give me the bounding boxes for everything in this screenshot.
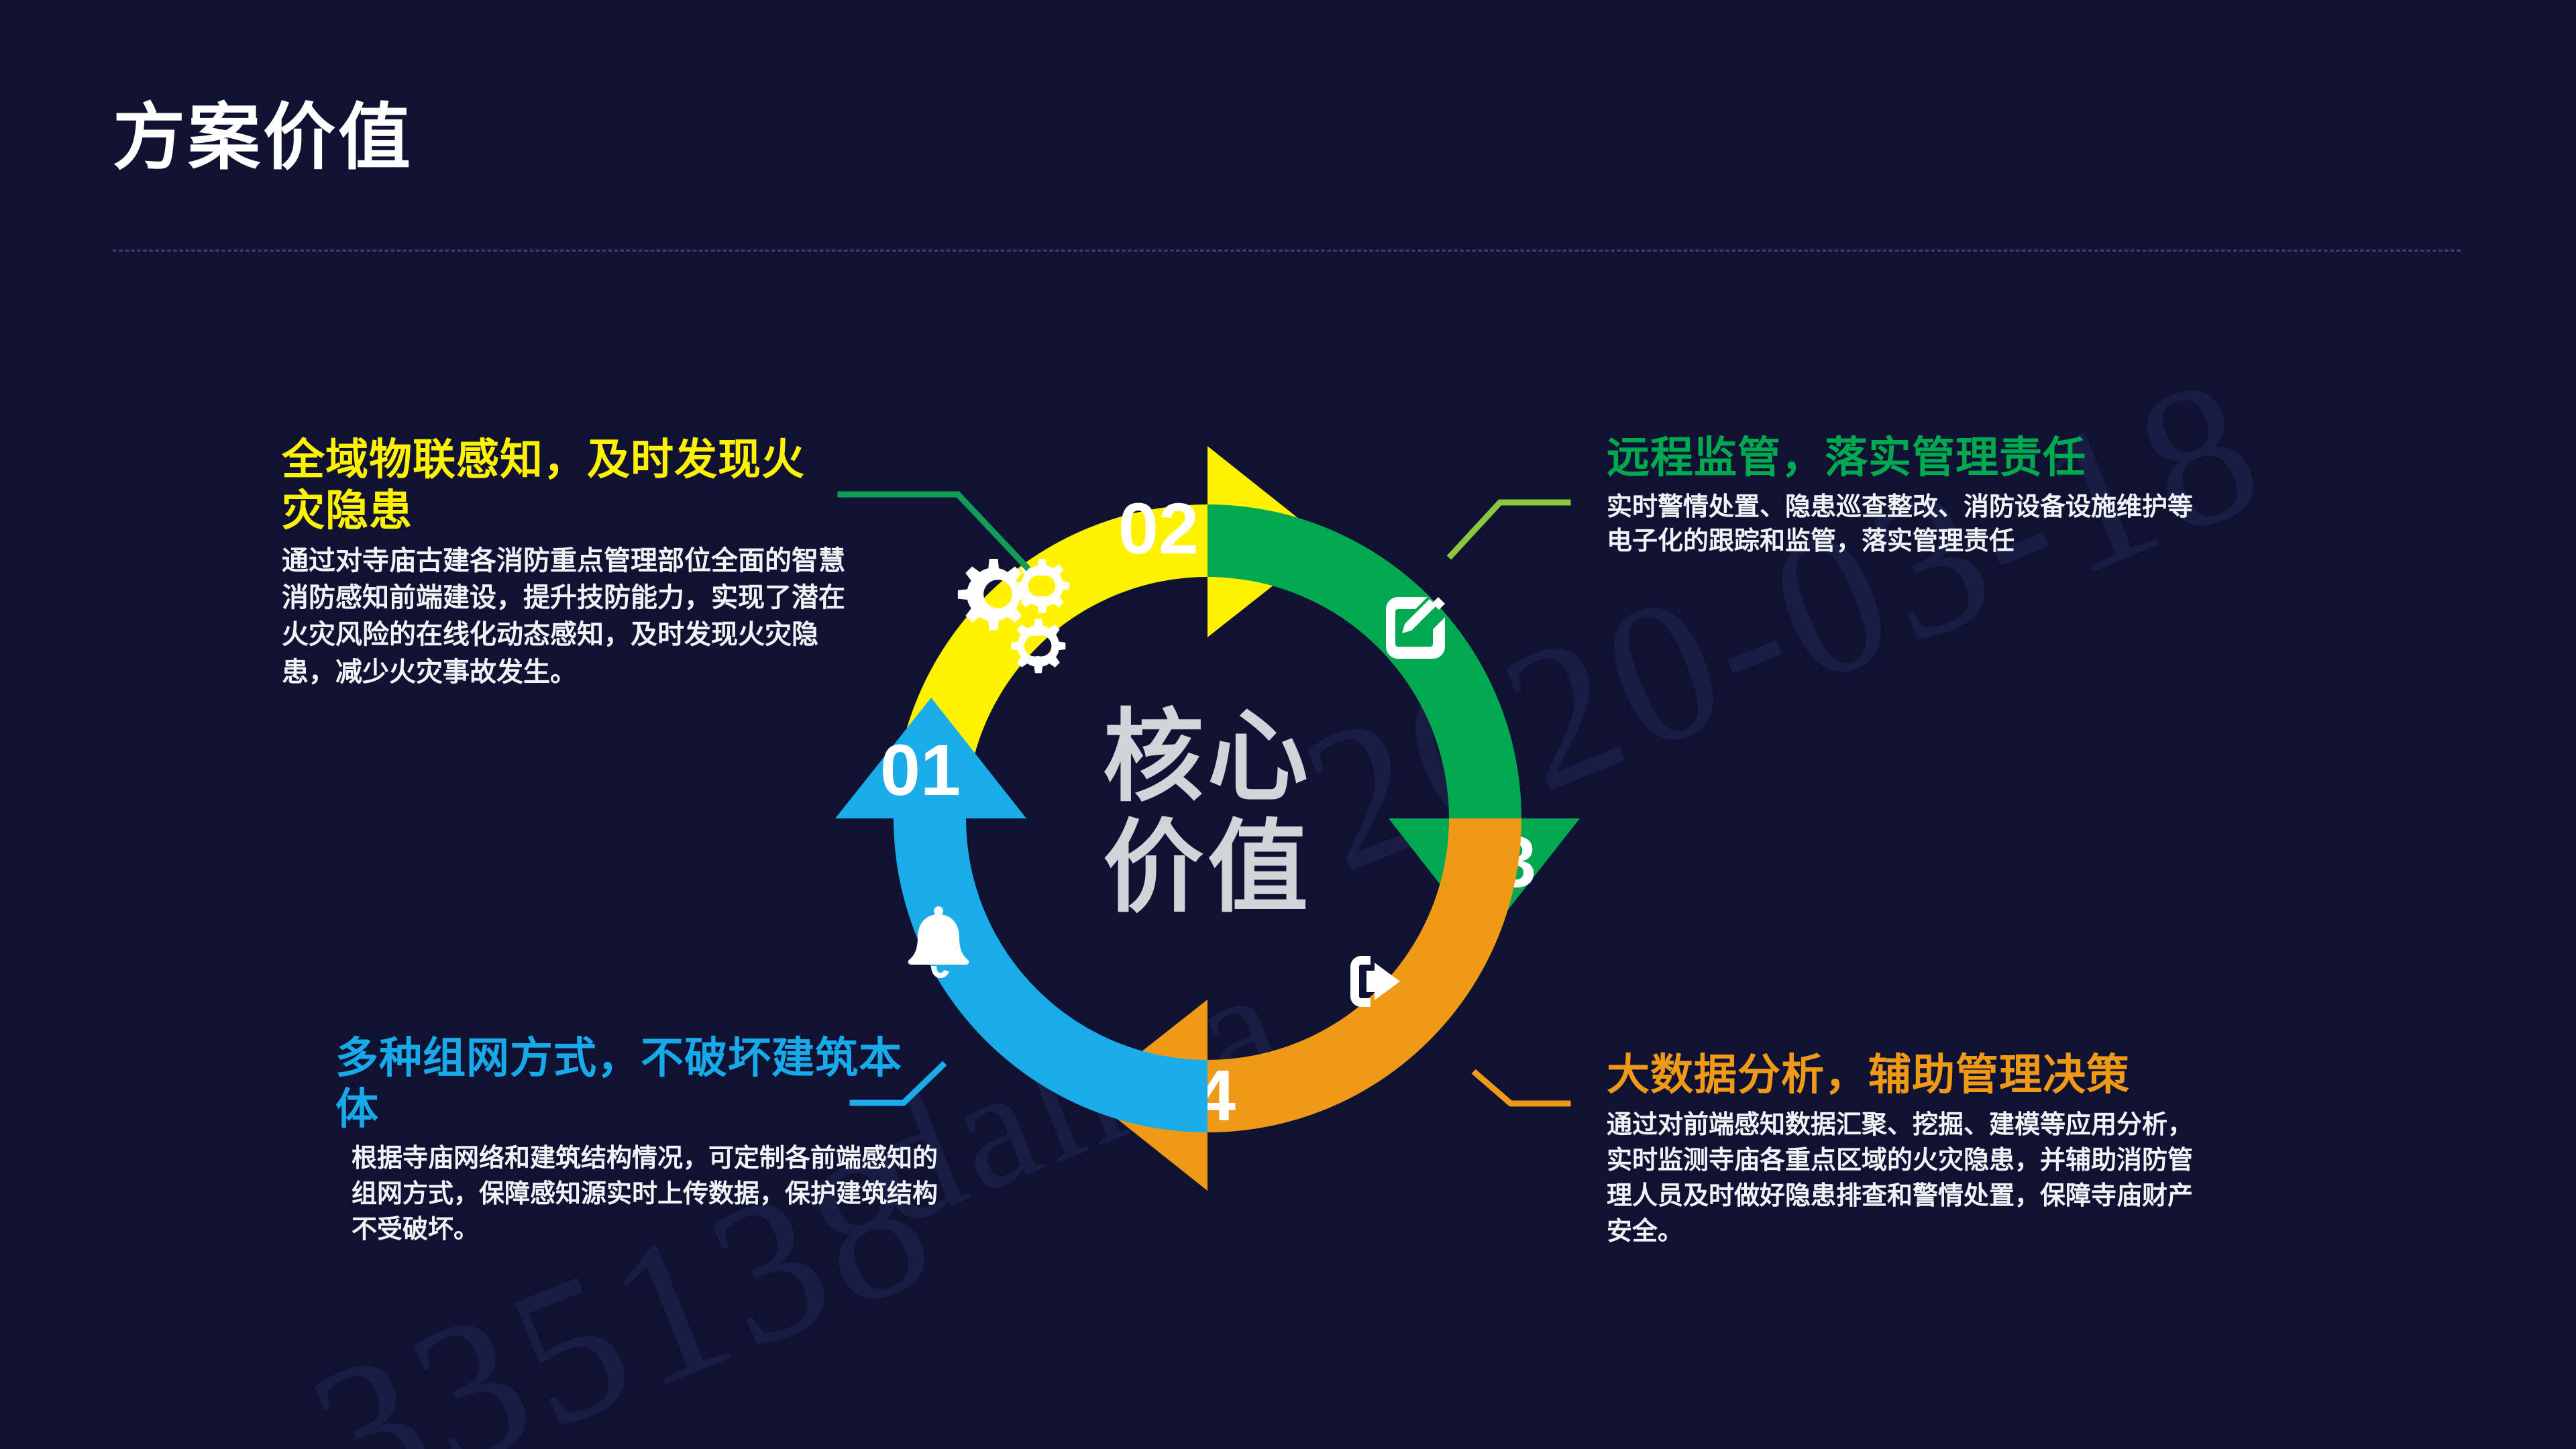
bell-icon <box>908 906 969 978</box>
value-heading-top-right: 远程监管，落实管理责任 <box>1607 433 2086 482</box>
edit-square-icon <box>1386 597 1445 659</box>
gears-icon <box>957 558 1069 674</box>
core-value-line1: 核心 <box>1103 700 1312 813</box>
value-block-top-left: 全域物联感知，及时发现火灾隐患 通过对寺庙古建各消防重点管理部位全面的智慧消防感… <box>282 435 845 691</box>
value-body-bottom-left: 根据寺庙网络和建筑结构情况，可定制各前端感知的组网方式，保障感知源实时上传数据，… <box>352 1144 938 1244</box>
segment-01-blue[interactable]: 01 <box>835 698 1208 1132</box>
value-block-top-right: 远程监管，落实管理责任 实时警情处置、隐患巡查整改、消防设备设施维护等电子化的跟… <box>1607 433 2210 559</box>
segment-01-body <box>835 698 1208 1132</box>
value-body-top-right: 实时警情处置、隐患巡查整改、消防设备设施维护等电子化的跟踪和监管，落实管理责任 <box>1607 492 2194 556</box>
value-body-top-left: 通过对寺庙古建各消防重点管理部位全面的智慧消防感知前端建设，提升技防能力，实现了… <box>282 546 845 687</box>
value-block-bottom-left: 多种组网方式，不破坏建筑本体 根据寺庙网络和建筑结构情况，可定制各前端感知的组网… <box>335 1033 939 1248</box>
value-heading-bottom-right: 大数据分析，辅助管理决策 <box>1607 1051 2130 1099</box>
core-value-line2: 价值 <box>1103 811 1312 924</box>
value-body-bottom-right: 通过对前端感知数据汇聚、挖掘、建模等应用分析，实时监测寺庙各重点区域的火灾隐患，… <box>1607 1110 2194 1246</box>
header-divider <box>113 250 2461 252</box>
export-arrow-icon <box>1350 956 1400 1007</box>
value-heading-top-left: 全域物联感知，及时发现火灾隐患 <box>282 435 805 535</box>
segment-01-number: 01 <box>880 729 961 810</box>
core-value-cycle-diagram: 02 03 04 <box>738 349 1677 1288</box>
value-block-bottom-right: 大数据分析，辅助管理决策 通过对前端感知数据汇聚、挖掘、建模等应用分析，实时监测… <box>1607 1050 2210 1250</box>
value-heading-bottom-left: 多种组网方式，不破坏建筑本体 <box>335 1034 902 1133</box>
segment-02-number: 02 <box>1118 488 1199 569</box>
page-title: 方案价值 <box>113 97 414 178</box>
